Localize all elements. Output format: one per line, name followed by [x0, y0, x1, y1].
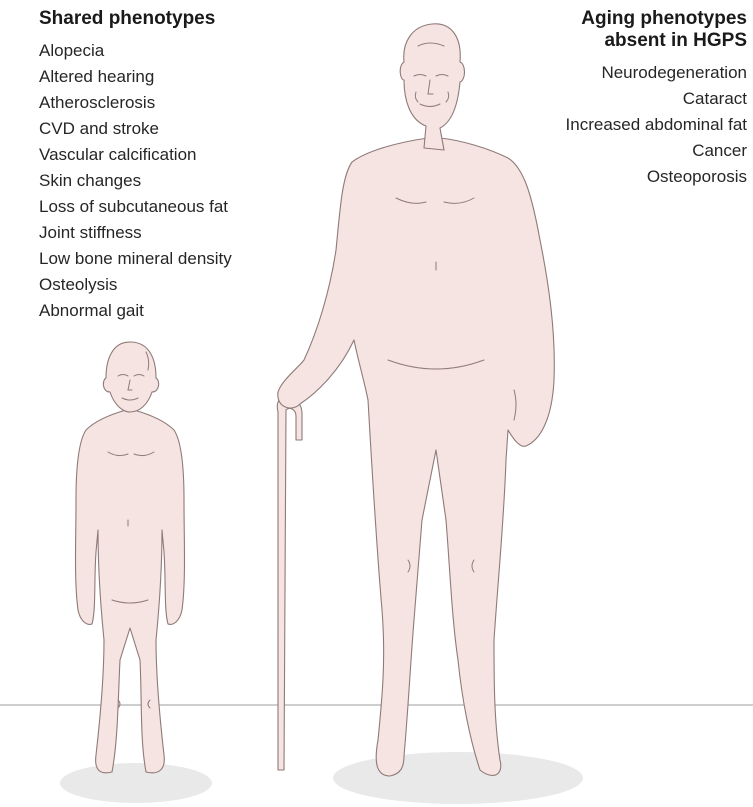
cane [277, 397, 302, 770]
list-item: CVD and stroke [39, 116, 232, 142]
shared-phenotypes-panel: Shared phenotypes Alopecia Altered heari… [39, 8, 232, 324]
list-item: Joint stiffness [39, 220, 232, 246]
list-item: Low bone mineral density [39, 246, 232, 272]
list-item: Vascular calcification [39, 142, 232, 168]
aging-phenotypes-panel: Aging phenotypes absent in HGPS Neurodeg… [566, 8, 747, 190]
list-item: Osteolysis [39, 272, 232, 298]
list-item: Atherosclerosis [39, 90, 232, 116]
aging-title-line-1: Aging phenotypes [566, 8, 747, 30]
aging-title-line-2: absent in HGPS [566, 30, 747, 52]
list-item: Increased abdominal fat [566, 112, 747, 138]
list-item: Altered hearing [39, 64, 232, 90]
list-item: Cataract [566, 86, 747, 112]
list-item: Skin changes [39, 168, 232, 194]
aging-phenotypes-title: Aging phenotypes absent in HGPS [566, 8, 747, 52]
list-item: Abnormal gait [39, 298, 232, 324]
child-shadow [60, 763, 212, 803]
elder-shadow [333, 752, 583, 804]
child-head [103, 342, 158, 412]
list-item: Osteoporosis [566, 164, 747, 190]
shared-phenotypes-list: Alopecia Altered hearing Atherosclerosis… [39, 38, 232, 324]
list-item: Alopecia [39, 38, 232, 64]
aging-phenotypes-list: Neurodegeneration Cataract Increased abd… [566, 60, 747, 190]
list-item: Neurodegeneration [566, 60, 747, 86]
elderly-figure [278, 24, 554, 776]
list-item: Loss of subcutaneous fat [39, 194, 232, 220]
shared-phenotypes-title: Shared phenotypes [39, 8, 232, 30]
child-figure [76, 342, 185, 773]
elder-body [278, 138, 554, 776]
child-body [76, 410, 185, 773]
list-item: Cancer [566, 138, 747, 164]
